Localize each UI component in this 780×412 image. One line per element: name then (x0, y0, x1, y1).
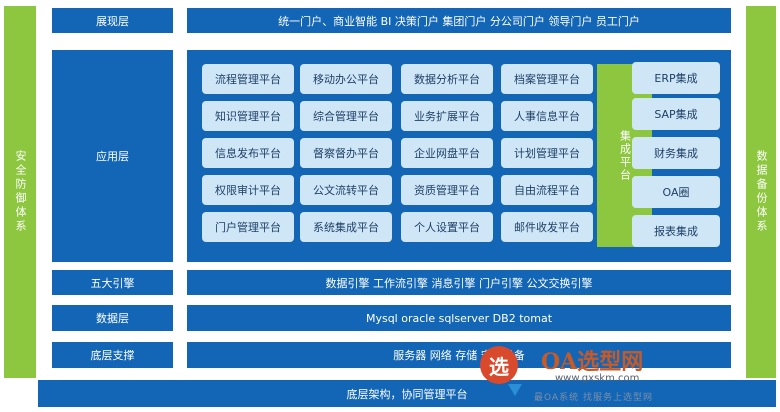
module-4-1: 系统集成平台 (300, 212, 392, 242)
module-2-3: 计划管理平台 (501, 138, 593, 168)
module-0-1: 移动办公平台 (300, 64, 392, 94)
module-1-3: 人事信息平台 (501, 101, 593, 131)
integration-item-1: SAP集成 (632, 98, 720, 130)
module-4-2: 个人设置平台 (401, 212, 493, 242)
infrastructure-layer-label: 底层支撑 (52, 342, 173, 368)
module-1-1: 综合管理平台 (300, 101, 392, 131)
application-layer-panel: 流程管理平台移动办公平台数据分析平台档案管理平台知识管理平台综合管理平台业务扩展… (187, 50, 731, 262)
engines-layer-label: 五大引擎 (52, 270, 173, 295)
integration-item-0: ERP集成 (632, 62, 720, 94)
module-4-0: 门户管理平台 (202, 212, 294, 242)
module-4-3: 邮件收发平台 (501, 212, 593, 242)
module-1-0: 知识管理平台 (202, 101, 294, 131)
presentation-layer-label: 展现层 (52, 8, 173, 33)
integration-item-2: 财务集成 (632, 137, 720, 169)
module-0-0: 流程管理平台 (202, 64, 294, 94)
data-layer-label: 数据层 (52, 305, 173, 331)
base-architecture-bar: 底层架构，协同管理平台 (38, 380, 776, 407)
presentation-layer-content: 统一门户、商业智能 BI 决策门户 集团门户 分公司门户 领导门户 员工门户 (187, 8, 731, 33)
security-defense-bar: 安全防御体系 (4, 6, 36, 378)
engines-layer-content: 数据引擎 工作流引擎 消息引擎 门户引擎 公文交换引擎 (187, 270, 731, 295)
watermark-title: OA选型网 (541, 349, 644, 375)
module-2-0: 信息发布平台 (202, 138, 294, 168)
module-2-1: 督察督办平台 (300, 138, 392, 168)
module-3-1: 公文流转平台 (300, 175, 392, 205)
module-0-3: 档案管理平台 (501, 64, 593, 94)
module-3-0: 权限审计平台 (202, 175, 294, 205)
module-2-2: 企业网盘平台 (401, 138, 493, 168)
watermark-logo-icon: 选 (480, 346, 518, 384)
infrastructure-layer-content: 服务器 网络 存储 安全设备 (187, 342, 731, 368)
module-0-2: 数据分析平台 (401, 64, 493, 94)
module-3-2: 资质管理平台 (401, 175, 493, 205)
module-1-2: 业务扩展平台 (401, 101, 493, 131)
data-layer-content: Mysql oracle sqlserver DB2 tomat (187, 305, 731, 331)
application-layer-label: 应用层 (52, 50, 173, 262)
data-backup-bar: 数据备份体系 (746, 6, 776, 378)
module-3-3: 自由流程平台 (501, 175, 593, 205)
integration-item-3: OA圈 (632, 176, 720, 208)
watermark-pin-icon (508, 384, 522, 396)
watermark-url: www.gxskm.com (555, 373, 640, 384)
watermark-slogan: 最OA系统 找服务上选型网 (534, 393, 653, 403)
integration-item-4: 报表集成 (632, 215, 720, 247)
